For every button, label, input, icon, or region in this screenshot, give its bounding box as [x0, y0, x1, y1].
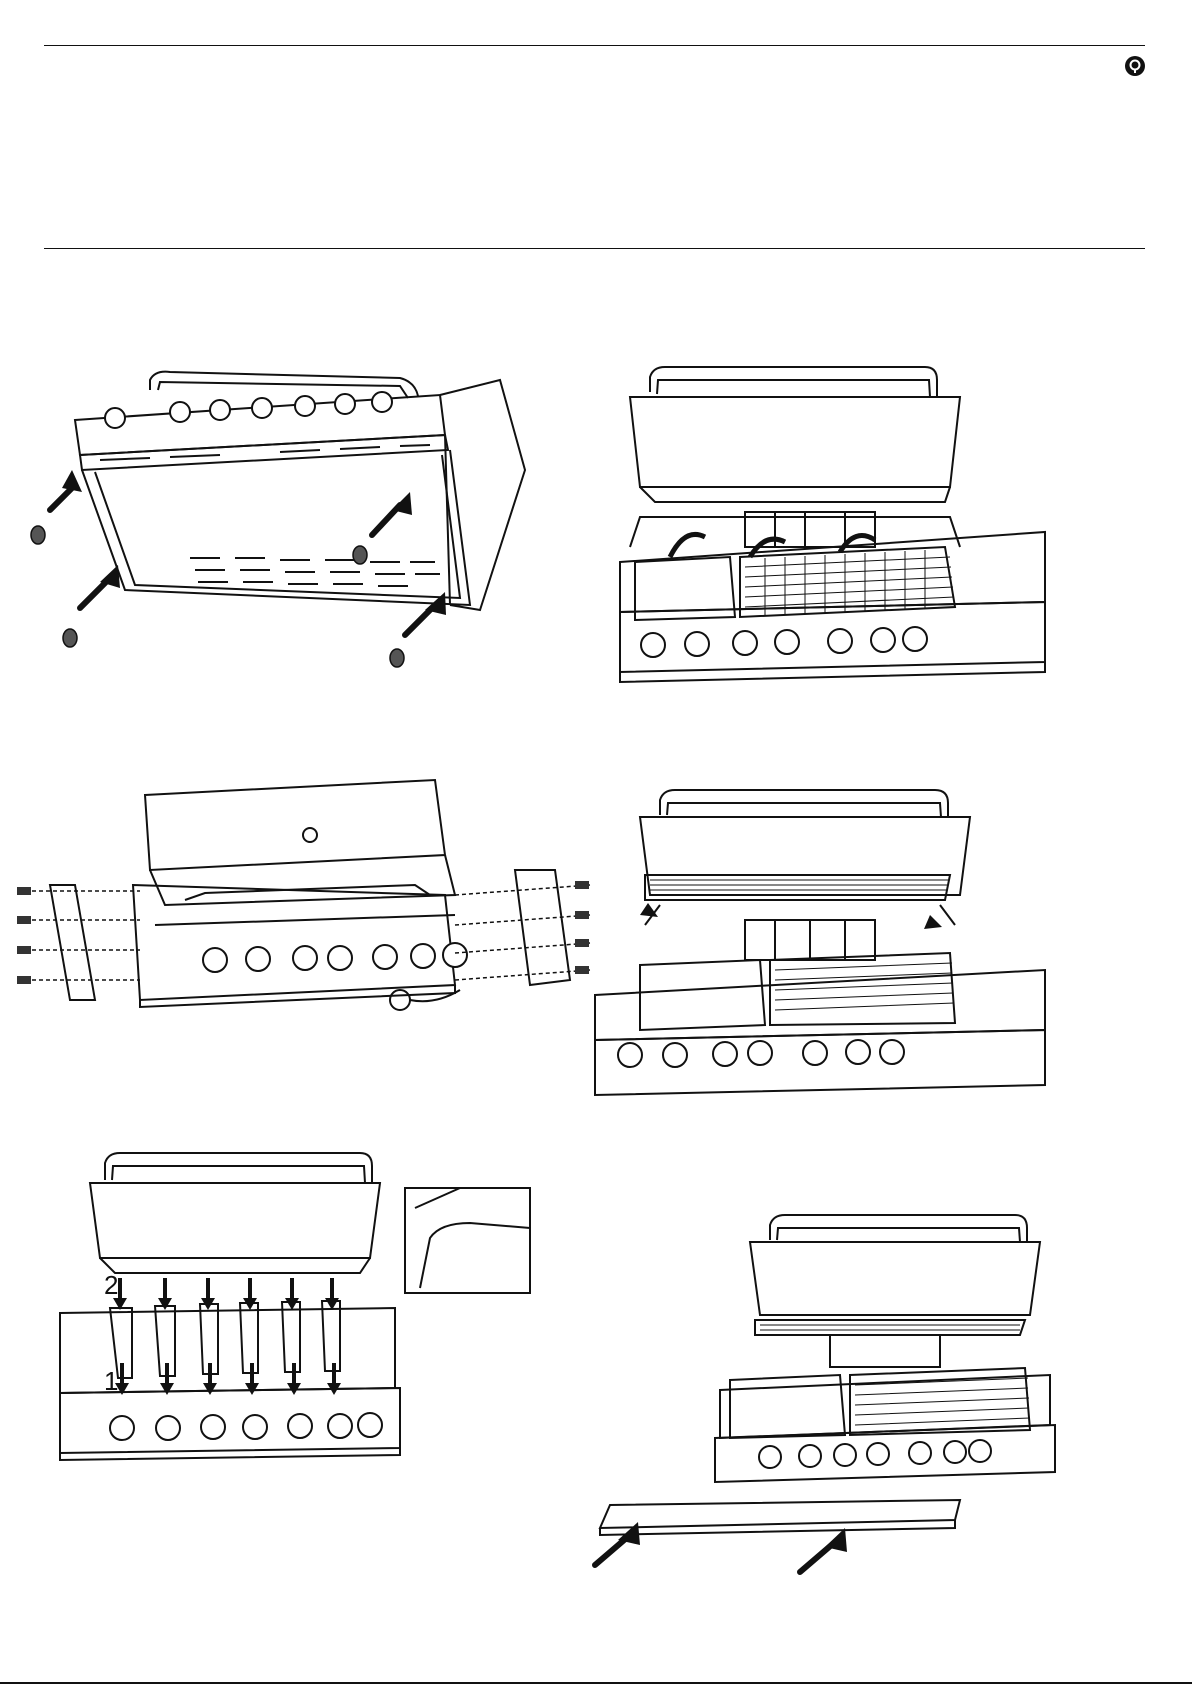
header-divider — [44, 248, 1145, 249]
grill-open-lid-grates-diagram — [625, 362, 1055, 697]
grill-side-panels-exploded-diagram — [15, 775, 590, 1035]
grill-grease-tray-diagram — [630, 1210, 1080, 1585]
grill-warming-rack-diagram — [630, 785, 1055, 1100]
figure-install-warming-rack — [630, 785, 1055, 1100]
figure-install-heat-tents: 2 1 — [60, 1148, 540, 1473]
bottom-rule — [0, 1682, 1192, 1684]
top-rule — [44, 45, 1145, 46]
figure-install-side-panels — [15, 775, 590, 1035]
figure-install-feet — [20, 360, 540, 670]
grill-heat-tents-diagram: 2 1 — [60, 1148, 540, 1473]
grill-head-feet-diagram — [20, 360, 540, 670]
step-label-one: 1 — [104, 1366, 118, 1396]
figure-install-grease-tray — [630, 1210, 1080, 1585]
step-label-two: 2 — [104, 1270, 118, 1300]
gear-badge-icon — [1124, 55, 1146, 77]
figure-install-grates — [625, 362, 1055, 697]
